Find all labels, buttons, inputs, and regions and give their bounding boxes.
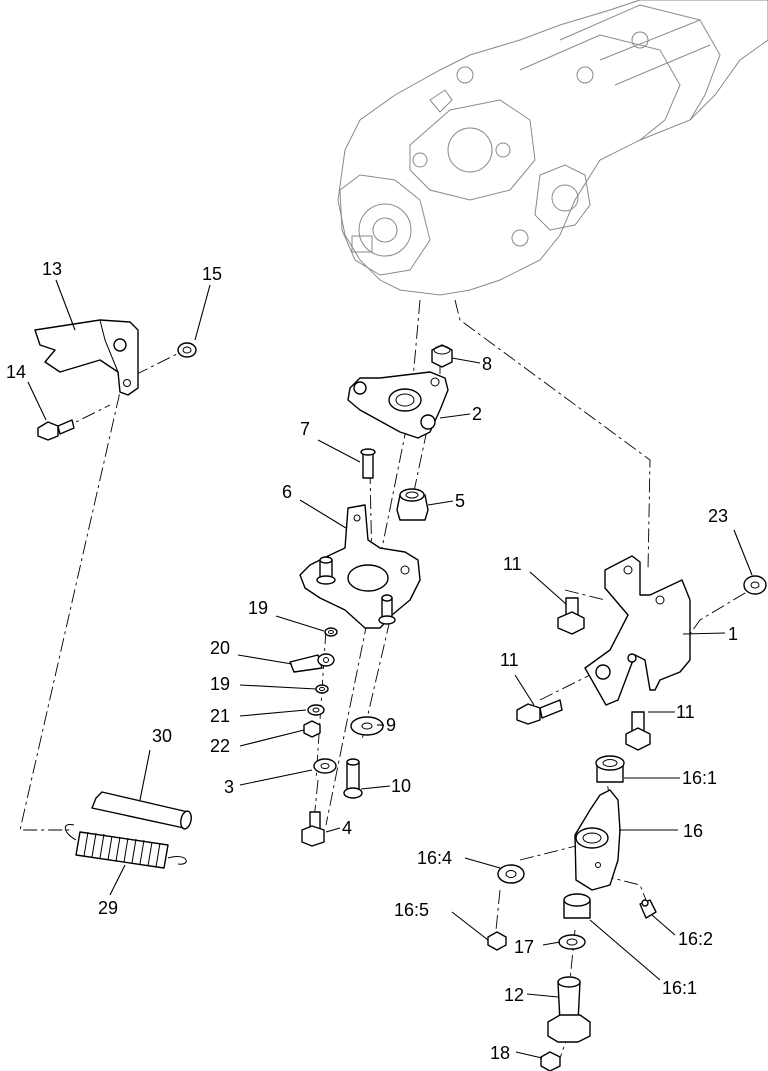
part-11-bolt-middle: [516, 699, 563, 725]
part-15-nut: [177, 342, 197, 358]
part-3-washer: [313, 758, 337, 774]
callout-18: 18: [490, 1043, 510, 1063]
part-16-1-bushing-upper: [595, 755, 625, 783]
part-6-lever: [299, 504, 421, 629]
callout-2: 2: [472, 404, 482, 424]
part-18-nut: [540, 1051, 561, 1071]
part-5-bushing: [396, 488, 429, 521]
callout-16-1-upper: 16:1: [682, 768, 717, 788]
callout-19-lower: 19: [210, 674, 230, 694]
callouts: 13 15 14 8 2 7 5 6 19 20 19 21 22 9 3 10…: [6, 259, 738, 1063]
callout-16-5: 16:5: [394, 900, 429, 920]
callout-5: 5: [455, 491, 465, 511]
callout-16: 16: [683, 821, 703, 841]
part-8-nut: [431, 344, 453, 368]
callout-11-lower: 11: [676, 702, 695, 722]
part-23-washer: [743, 575, 767, 595]
part-16-arm: [574, 789, 621, 891]
leader-lines: [27, 279, 753, 1059]
callout-9: 9: [386, 715, 396, 735]
callout-17: 17: [514, 937, 534, 957]
callout-4: 4: [342, 818, 352, 838]
part-14-bolt: [37, 419, 75, 441]
callout-19-upper: 19: [248, 598, 268, 618]
part-17-washer: [558, 934, 586, 950]
part-9-washer: [350, 716, 384, 736]
callout-22: 22: [210, 736, 230, 756]
callout-10: 10: [391, 776, 411, 796]
callout-16-4: 16:4: [417, 848, 452, 868]
part-4-bolt: [301, 811, 325, 847]
part-19-washer-lower: [315, 684, 329, 694]
callout-16-1-lower: 16:1: [662, 978, 697, 998]
callout-1: 1: [728, 624, 738, 644]
part-2-plate: [347, 371, 449, 439]
callout-11-middle: 11: [500, 650, 519, 670]
callout-8: 8: [482, 354, 492, 374]
callout-16-2: 16:2: [678, 929, 713, 949]
part-13-bracket: [34, 319, 139, 396]
part-7-bolt: [360, 448, 376, 479]
hydraulic-pump: [337, 0, 768, 296]
part-16-1-bushing-lower: [563, 893, 591, 919]
callout-29: 29: [98, 898, 118, 918]
part-16-4-bearing: [497, 864, 525, 884]
part-19-washer-upper: [324, 627, 338, 637]
callout-3: 3: [224, 777, 234, 797]
callout-20: 20: [210, 638, 230, 658]
callout-30: 30: [152, 726, 172, 746]
callout-11-upper: 11: [503, 554, 522, 574]
part-21-washer: [307, 704, 325, 716]
part-22-nut: [303, 720, 321, 738]
callout-15: 15: [202, 264, 222, 284]
part-16-2-fitting: [639, 899, 657, 919]
part-1-bracket: [584, 555, 691, 706]
callout-7: 7: [300, 419, 310, 439]
part-11-bolt-lower: [625, 711, 651, 751]
callout-14: 14: [6, 362, 26, 382]
part-10-pin: [343, 758, 363, 799]
part-20-rod-end: [289, 653, 335, 673]
part-16-5-nut: [487, 931, 507, 951]
part-12-pin: [547, 976, 591, 1043]
callout-12: 12: [504, 985, 524, 1005]
part-29-spring: [64, 823, 187, 869]
callout-13: 13: [42, 259, 62, 279]
callout-21: 21: [210, 706, 230, 726]
part-11-bolt-upper: [557, 597, 585, 635]
part-30-tube: [91, 791, 192, 830]
callout-6: 6: [282, 482, 292, 502]
callout-23: 23: [708, 506, 728, 526]
